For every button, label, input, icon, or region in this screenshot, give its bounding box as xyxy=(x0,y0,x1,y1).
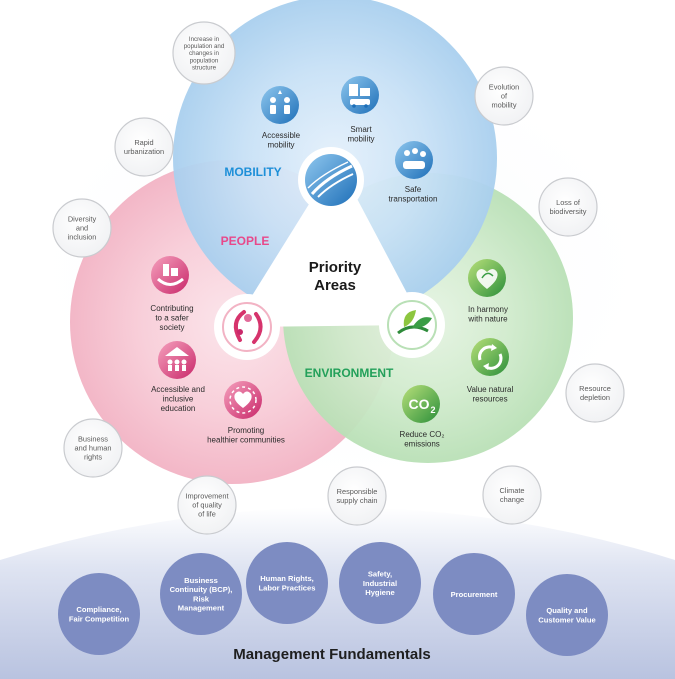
fundamental-label-human-rights-labor: Human Rights,Labor Practices xyxy=(259,574,316,592)
fundamentals-title: Management Fundamentals xyxy=(233,646,431,663)
fundamental-label-procurement: Procurement xyxy=(451,590,498,599)
safer-society-icon xyxy=(151,256,189,294)
people-embrace-icon xyxy=(233,310,263,344)
environment-label: ENVIRONMENT xyxy=(305,366,394,380)
mobility-label: MOBILITY xyxy=(224,165,281,179)
people-label: PEOPLE xyxy=(221,234,270,248)
safe-transportation-icon xyxy=(395,141,433,179)
environment-hub xyxy=(379,292,445,358)
accessible-mobility-icon xyxy=(261,86,299,124)
natural-resources-icon xyxy=(471,338,509,376)
mobility-hub xyxy=(298,147,364,213)
healthier-communities-icon xyxy=(224,381,262,419)
sprout-icon xyxy=(397,310,432,335)
fundamentals-dome xyxy=(0,507,675,679)
center-triangle xyxy=(238,170,418,327)
svg-text:CO: CO xyxy=(409,396,430,412)
fundamental-human-rights-labor: Human Rights,Labor Practices xyxy=(246,542,328,624)
svg-text:2: 2 xyxy=(430,405,435,415)
fundamental-label-compliance: Compliance,Fair Competition xyxy=(69,605,130,623)
road-icon xyxy=(307,161,354,198)
fundamental-procurement: Procurement xyxy=(433,553,515,635)
people-hub xyxy=(214,294,280,360)
inclusive-education-icon xyxy=(158,341,196,379)
fundamental-compliance: Compliance,Fair Competition xyxy=(58,573,140,655)
smart-mobility-icon xyxy=(341,76,379,114)
co2-icon: CO 2 xyxy=(402,385,440,423)
harmony-nature-icon xyxy=(468,259,506,297)
